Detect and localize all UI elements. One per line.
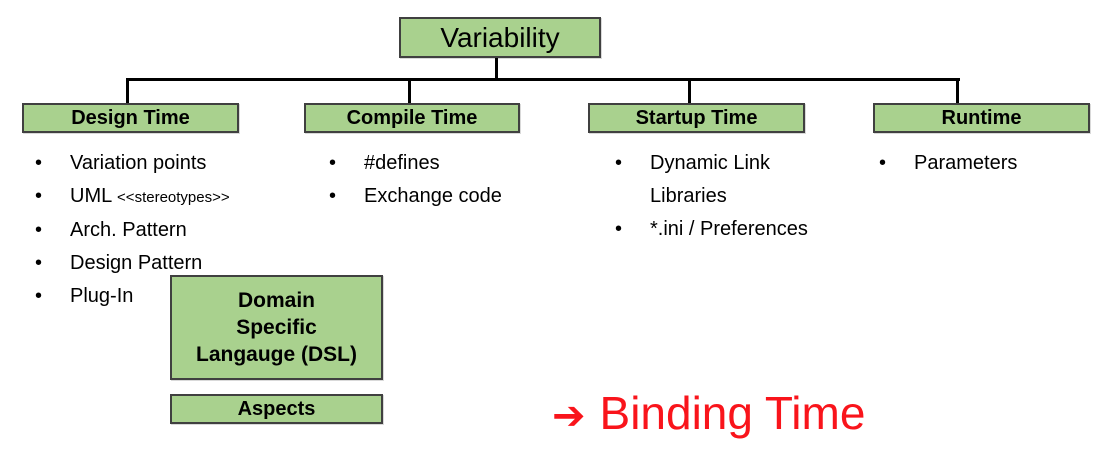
right-arrow-icon: ➔: [552, 393, 586, 438]
list-item-text: Exchange code: [364, 185, 502, 207]
list-item-text: Arch. Pattern: [70, 219, 187, 241]
bullet-icon: •: [615, 152, 623, 174]
bullet-icon: •: [35, 252, 43, 274]
list-item-suffix: <<stereotypes>>: [117, 189, 230, 206]
list-item: • UML <<stereotypes>>: [24, 180, 294, 214]
bullet-icon: •: [615, 218, 623, 240]
connector-drop-design-time: [126, 79, 129, 104]
connector-drop-startup-time: [688, 79, 691, 104]
list-item: • Variation points: [24, 147, 294, 180]
list-item-text: Parameters: [914, 152, 1018, 174]
detail-box-aspects: Aspects: [170, 394, 383, 424]
list-item-text: Variation points: [70, 152, 207, 174]
bullet-icon: •: [35, 285, 43, 307]
connector-drop-runtime: [956, 79, 959, 104]
list-item-text: #defines: [364, 152, 440, 174]
bullet-icon: •: [35, 185, 43, 207]
bullet-icon: •: [35, 152, 43, 174]
list-item-text: *.ini / Preferences: [650, 218, 808, 240]
binding-time-callout: ➔ Binding Time: [552, 386, 865, 441]
branch-header-label: Runtime: [941, 106, 1022, 129]
branch-header-runtime: Runtime: [873, 103, 1090, 133]
detail-box-label: Aspects: [237, 397, 316, 420]
binding-time-label: Binding Time: [599, 387, 866, 439]
bullet-icon: •: [879, 152, 887, 174]
bullet-list-startup-time: • Dynamic Link Libraries • *.ini / Prefe…: [604, 147, 819, 246]
list-item: • Dynamic Link Libraries: [604, 147, 819, 213]
connector-horizontal-bar: [126, 78, 960, 81]
bullet-icon: •: [329, 185, 337, 207]
list-item: • Exchange code: [318, 180, 558, 213]
detail-box-dsl: Domain Specific Langauge (DSL): [170, 275, 383, 380]
branch-header-label: Design Time: [71, 106, 190, 129]
connector-drop-compile-time: [408, 79, 411, 104]
list-item: • Arch. Pattern: [24, 214, 294, 247]
list-item: • Plug-In: [24, 280, 294, 313]
branch-header-label: Compile Time: [346, 106, 478, 129]
bullet-icon: •: [329, 152, 337, 174]
list-item: • Design Pattern: [24, 247, 294, 280]
list-item-text: UML: [70, 185, 112, 207]
bullet-icon: •: [35, 219, 43, 241]
list-item-text: Dynamic Link Libraries: [650, 152, 771, 207]
root-node-label: Variability: [440, 21, 560, 53]
branch-header-label: Startup Time: [635, 106, 758, 129]
bullet-list-compile-time: • #defines • Exchange code: [318, 147, 558, 213]
bullet-list-design-time: • Variation points • UML <<stereotypes>>…: [24, 147, 294, 313]
list-item-text: Plug-In: [70, 285, 134, 307]
list-item: • *.ini / Preferences: [604, 213, 819, 246]
branch-header-design-time: Design Time: [22, 103, 239, 133]
branch-header-compile-time: Compile Time: [304, 103, 520, 133]
connector-root-stem: [495, 57, 498, 79]
root-node-variability: Variability: [399, 17, 601, 58]
branch-header-startup-time: Startup Time: [588, 103, 805, 133]
bullet-list-runtime: • Parameters: [868, 147, 1098, 180]
detail-box-label: Domain Specific Langauge (DSL): [196, 289, 357, 366]
list-item-text: Design Pattern: [70, 252, 203, 274]
list-item: • #defines: [318, 147, 558, 180]
list-item: • Parameters: [868, 147, 1098, 180]
